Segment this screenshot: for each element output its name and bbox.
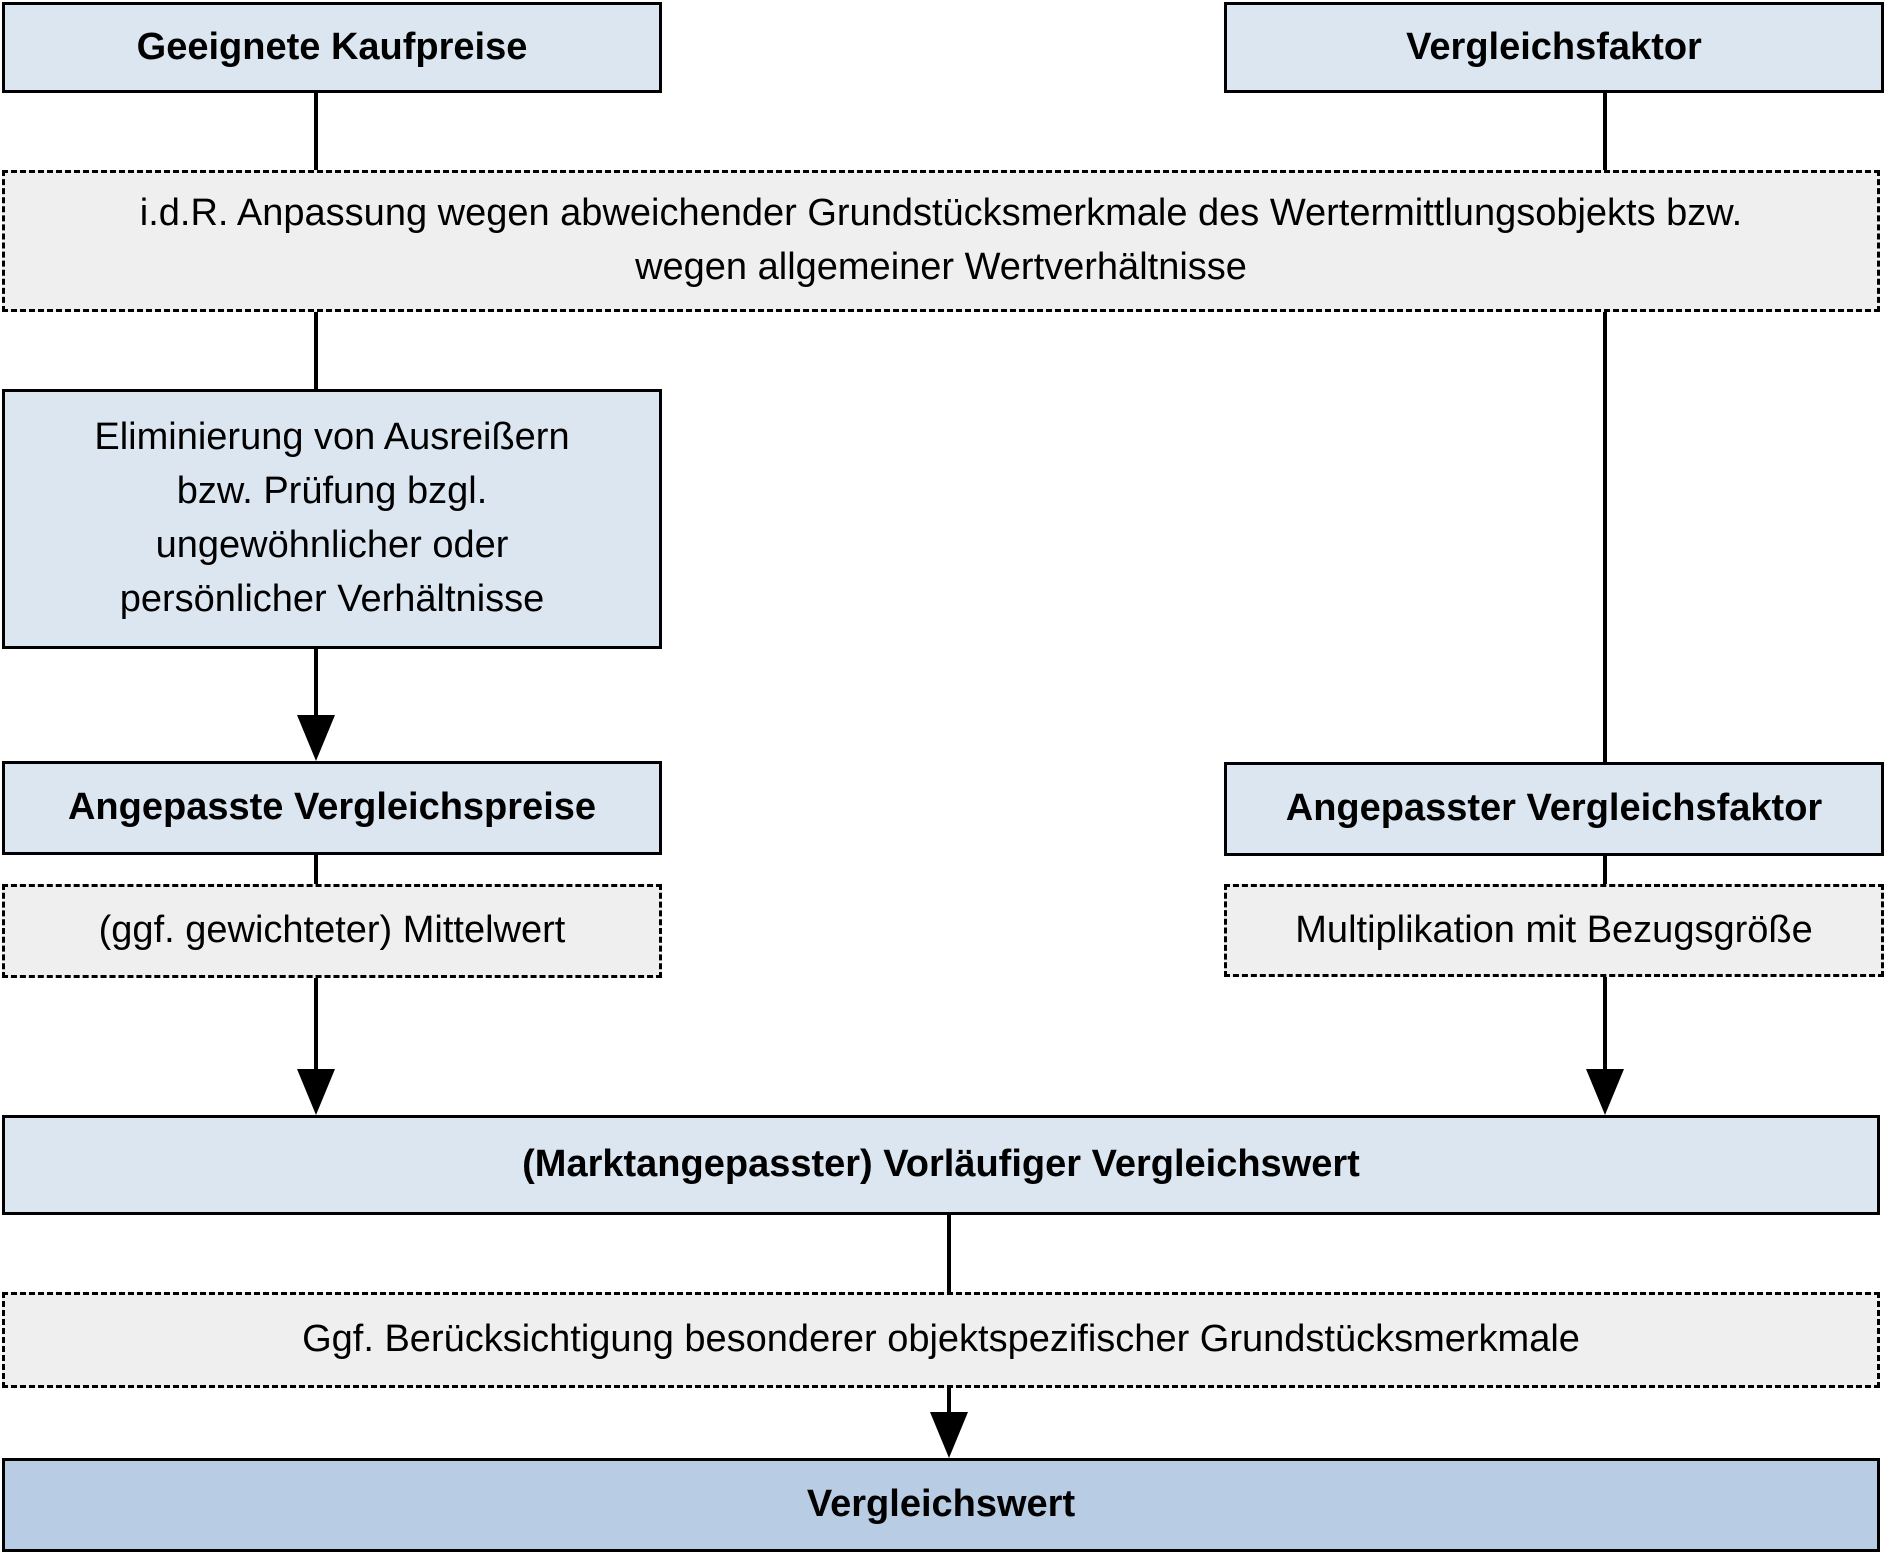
node-eliminierung: Eliminierung von Ausreißern bzw. Prüfung… [2,389,662,649]
arrowhead-down-icon [1586,1069,1624,1115]
connector-anpassung-vergleichsfaktor [1603,312,1607,762]
node-vorlaeufiger-vergleichswert: (Marktangepasster) Vorläufiger Vergleich… [2,1115,1880,1215]
process-ggf-beruecksichtigung: Ggf. Berücksichtigung besonderer objekts… [2,1292,1880,1388]
arrowhead-down-icon [930,1412,968,1458]
node-angepasster-vergleichsfaktor: Angepasster Vergleichsfaktor [1224,762,1884,856]
arrow-mittelwert-vorlaeufiger [314,978,318,1071]
process-multiplikation: Multiplikation mit Bezugsgröße [1224,884,1884,977]
arrow-beruecksichtigung-vergleichswert [947,1388,951,1414]
arrowhead-down-icon [297,715,335,761]
arrow-multiplikation-vorlaeufiger [1603,977,1607,1071]
arrow-eliminierung-vergleichspreise [314,649,318,717]
node-angepasste-vergleichspreise: Angepasste Vergleichspreise [2,761,662,855]
connector-vergleichsfaktor-multiplikation [1603,856,1607,884]
connector-vergleichspreise-mittelwert [314,855,318,884]
connector-anpassung-eliminierung [314,312,318,389]
connector-kaufpreise-anpassung [314,93,318,170]
connector-vorlaeufiger-beruecksichtigung [947,1215,951,1292]
process-anpassung: i.d.R. Anpassung wegen abweichender Grun… [2,170,1880,312]
node-vergleichsfaktor: Vergleichsfaktor [1224,2,1884,93]
connector-vergleichsfaktor-anpassung [1603,93,1607,170]
node-geeignete-kaufpreise: Geeignete Kaufpreise [2,2,662,93]
node-vergleichswert: Vergleichswert [2,1458,1880,1552]
arrowhead-down-icon [297,1069,335,1115]
process-mittelwert: (ggf. gewichteter) Mittelwert [2,884,662,978]
